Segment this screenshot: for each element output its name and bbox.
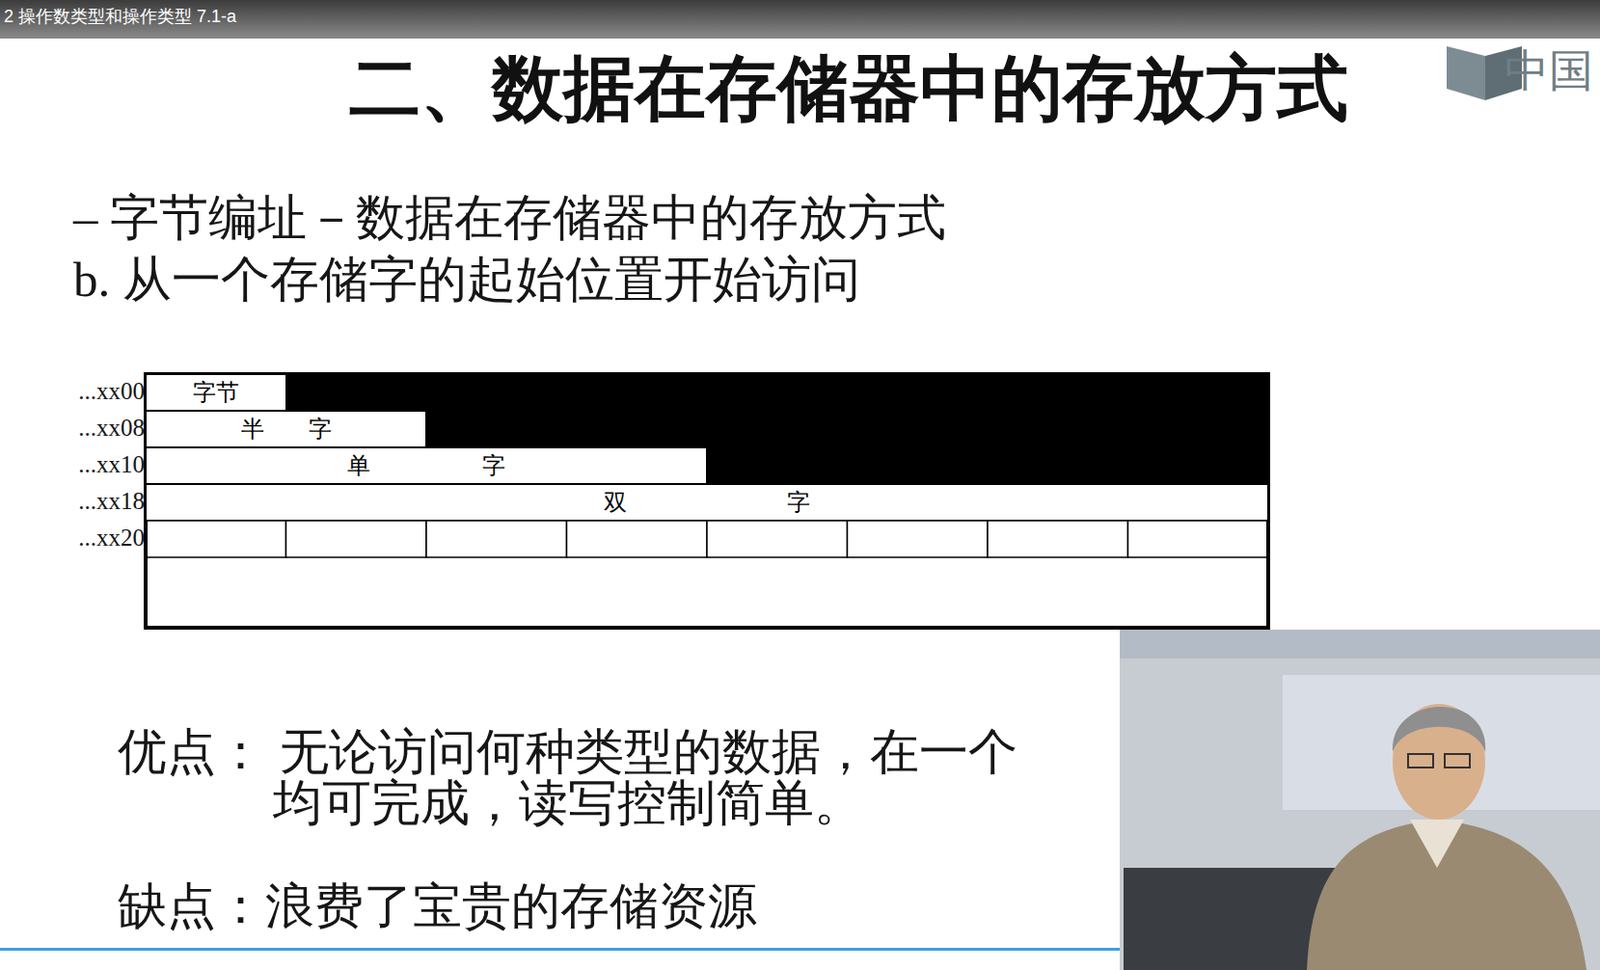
glasses: [1408, 754, 1434, 768]
cell-label: 半 字: [241, 416, 332, 442]
advantage-text: 无论访问何种类型的数据，在一个: [279, 725, 1018, 780]
address-label: ...xx08: [78, 414, 145, 442]
memory-cell: 单 字: [145, 447, 707, 485]
presenter-video: [1119, 629, 1600, 970]
cell-label: 单 字: [347, 453, 506, 479]
memory-cell: 双 字: [145, 484, 1269, 521]
presenter-hair: [1392, 706, 1486, 753]
address-label: ...xx10: [78, 451, 145, 479]
cell-label: 字节: [192, 379, 240, 406]
wall-panel: [1119, 629, 1600, 659]
empty-cell: [1128, 520, 1270, 558]
presenter-collar: [1410, 819, 1465, 868]
logo-page: [1446, 46, 1486, 101]
video-title-bar: [0, 0, 1600, 39]
unused-fill: [426, 410, 1269, 448]
presenter-shirt: [1306, 819, 1587, 970]
empty-cell: [706, 520, 848, 558]
bullet-line: – 字节编址－数据在存储器中的存放方式: [73, 190, 947, 245]
glasses: [1444, 754, 1470, 768]
memory-cell: 半 字: [145, 410, 427, 448]
memory-diagram: [145, 374, 1269, 628]
memory-cell: 字节: [145, 374, 287, 411]
video-wall: [1119, 629, 1600, 970]
empty-cell: [286, 520, 428, 558]
advantage-text: 均可完成，读写控制简单。: [272, 776, 864, 831]
logo-text: 中国: [1504, 46, 1594, 96]
empty-cell: [567, 520, 708, 558]
video-title: 2 操作数类型和操作类型 7.1-a: [3, 7, 237, 28]
empty-cell: [987, 520, 1129, 558]
unused-fill: [285, 374, 1269, 411]
empty-cell: [426, 520, 568, 558]
advantage-label: 优点：: [117, 725, 266, 780]
slide-title: 二、数据在存储器中的存放方式: [349, 50, 1349, 129]
empty-cells: [145, 520, 1269, 558]
disadvantage-text: 缺点：浪费了宝贵的存储资源: [117, 879, 758, 934]
address-label: ...xx20: [78, 524, 145, 552]
empty-cell: [847, 520, 989, 558]
unused-fill: [706, 447, 1269, 485]
empty-cell: [145, 520, 287, 558]
progress-bar: [0, 948, 1177, 951]
address-label: ...xx00: [78, 378, 145, 406]
presenter-face: [1392, 704, 1486, 820]
address-label: ...xx18: [78, 488, 145, 516]
memory-frame: [145, 374, 1269, 628]
bullet-line: b. 从一个存储字的起始位置开始访问: [73, 252, 861, 307]
cell-label: 双 字: [603, 489, 811, 516]
